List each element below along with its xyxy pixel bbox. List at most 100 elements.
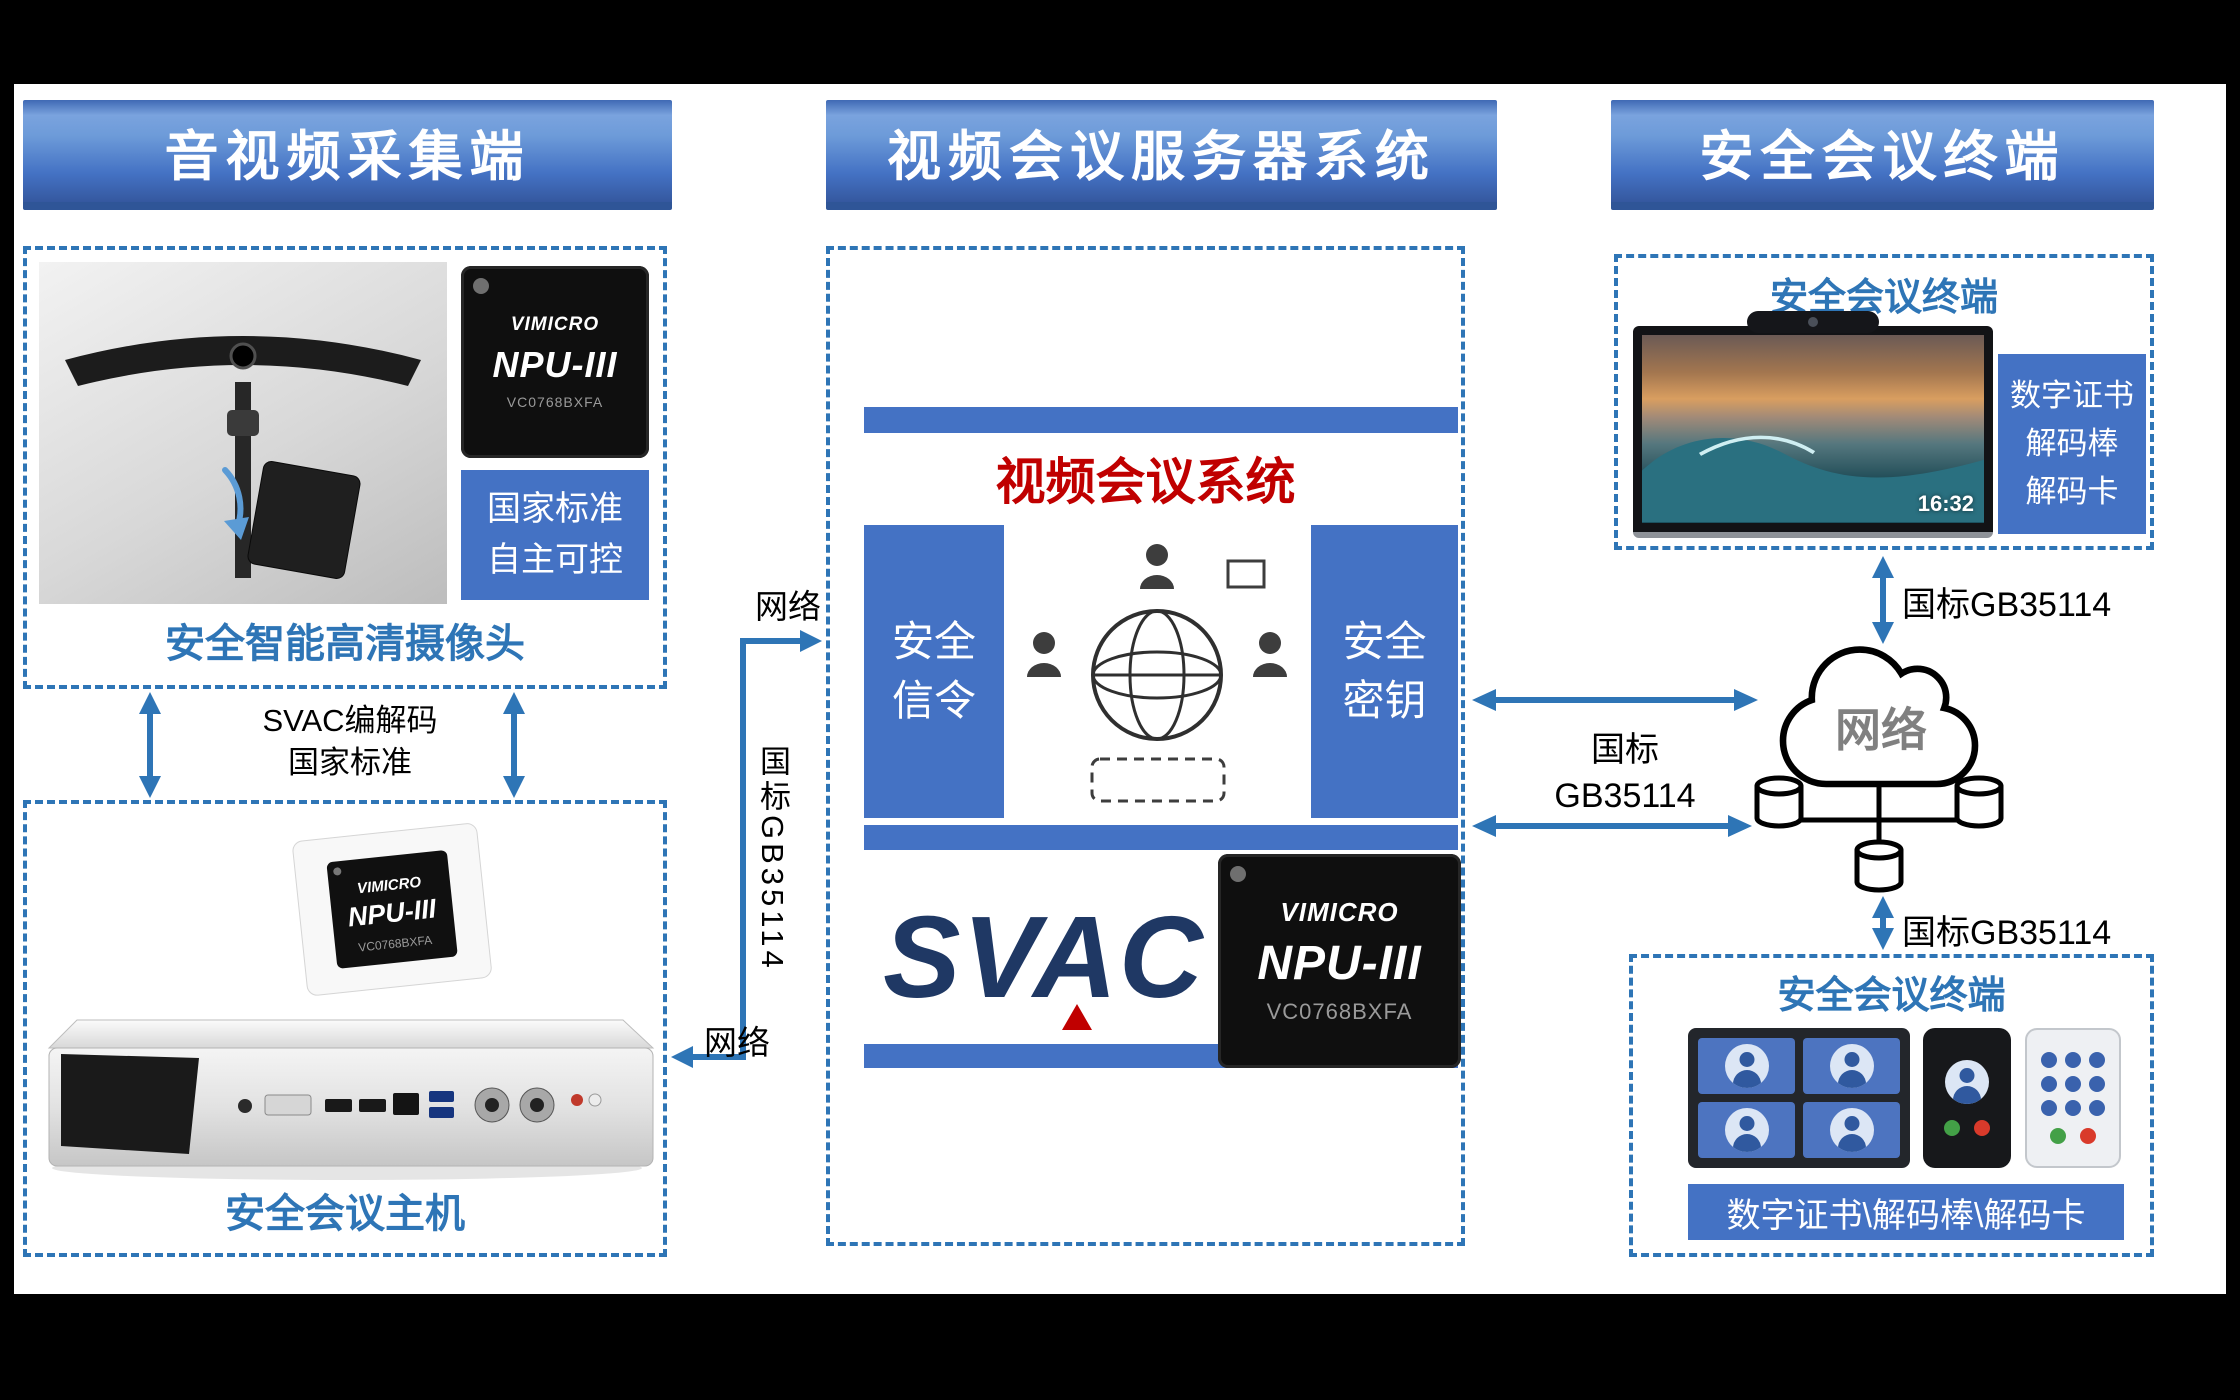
user-icons — [1027, 544, 1287, 677]
gb35114-label-top: 国标GB35114 — [1902, 586, 2112, 624]
keypad-dot — [2065, 1052, 2081, 1068]
terminal-top-section-box: 安全会议终端 16:32 数字证书 解码棒 解码卡 — [1614, 254, 2154, 550]
chip-model: NPU-III — [1257, 937, 1422, 990]
keypad-dot — [2089, 1076, 2105, 1092]
end-call-icon — [1974, 1120, 1990, 1136]
divider-bar-middle — [864, 825, 1458, 850]
card-chip-brand: VIMICRO — [356, 874, 422, 898]
system-title: 视频会议系统 — [995, 454, 1296, 510]
badge-line1: 国家标准 — [487, 490, 623, 528]
chip-pin-marker — [473, 278, 489, 294]
terminal-display: 16:32 — [1633, 311, 1993, 538]
chip-part: VC0768BXFA — [506, 394, 604, 410]
keypad-phone-terminal — [2025, 1028, 2121, 1168]
keypad — [2041, 1052, 2105, 1116]
participant-avatar — [1724, 1044, 1769, 1088]
keypad-dot — [2041, 1076, 2057, 1092]
tv-camera-icon — [1747, 311, 1879, 333]
conference-screen — [1688, 1028, 1910, 1168]
conference-tile — [1698, 1102, 1795, 1158]
decoder-line2: 解码棒 — [2025, 425, 2119, 461]
svac-link-line1: SVAC编解码 — [262, 703, 438, 738]
header-av-capture: 音视频采集端 — [23, 100, 672, 210]
network-illustration-panel — [1004, 525, 1311, 818]
header-secure-terminal-label: 安全会议终端 — [1699, 126, 2066, 187]
header-av-capture-label: 音视频采集端 — [164, 126, 531, 187]
npu-chip-camera: VIMICRO NPU-III VC0768BXFA — [461, 266, 649, 458]
svac-link-line2: 国家标准 — [288, 744, 412, 780]
call-buttons — [2050, 1128, 2096, 1144]
chip-pin-marker — [1230, 866, 1246, 882]
key-label: 安全 密钥 — [1311, 525, 1458, 818]
end-call-icon — [2080, 1128, 2096, 1144]
server-section-box: 视频会议系统 安全 信令 — [826, 246, 1465, 1246]
header-server-system: 视频会议服务器系统 — [826, 100, 1497, 210]
conference-tile — [1803, 1038, 1900, 1094]
network-label-top: 网络 — [755, 588, 821, 625]
secure-zone-dashed-box — [1090, 757, 1226, 803]
tv-clock: 16:32 — [1917, 491, 1974, 516]
decoder-line1: 数字证书 — [2010, 377, 2134, 413]
terminal-bottom-title: 安全会议终端 — [1777, 975, 2006, 1017]
conference-tile — [1698, 1038, 1795, 1094]
gb-link-line1: 国标 — [1591, 731, 1659, 769]
svac-logo-triangle-icon — [1062, 1004, 1092, 1030]
document-icon — [1226, 559, 1266, 589]
camera-illustration — [65, 336, 421, 579]
keypad-dot — [2089, 1052, 2105, 1068]
keypad-dot — [2089, 1100, 2105, 1116]
national-standard-badge: 国家标准 自主可控 — [461, 470, 649, 600]
secure-panel: 安全 信令 安全 密钥 — [864, 525, 1458, 818]
camera-lens-icon — [229, 342, 257, 370]
gb35114-link-label: 国标 GB35114 — [1545, 728, 1705, 820]
camera-photo — [39, 262, 447, 604]
camera-section-box: VIMICRO NPU-III VC0768BXFA 国家标准 自主可控 安全智… — [23, 246, 667, 689]
terminal-top-title: 安全会议终端 — [1769, 277, 1998, 319]
svac-link-label: SVAC编解码 国家标准 — [226, 700, 474, 784]
globe-network-icon — [1027, 544, 1287, 803]
header-secure-terminal: 安全会议终端 — [1611, 100, 2154, 210]
keypad-dot — [2041, 1100, 2057, 1116]
keypad-dot — [2065, 1100, 2081, 1116]
chip-part: VC0768BXFA — [1266, 999, 1413, 1024]
key-line2: 密钥 — [1342, 676, 1427, 724]
cloud-network-label: 网络 — [1835, 704, 1927, 756]
call-phone-terminal — [1923, 1028, 2011, 1168]
call-buttons — [1944, 1120, 1990, 1136]
keypad-dot — [2041, 1052, 2057, 1068]
badge-line2: 自主可控 — [487, 541, 623, 579]
chip-brand: VIMICRO — [510, 314, 600, 335]
caller-avatar — [1945, 1060, 1989, 1104]
chip-model: NPU-III — [492, 344, 618, 385]
decoder-caption-bar: 数字证书\解码棒\解码卡 — [1688, 1184, 2124, 1240]
network-label-bottom: 网络 — [704, 1024, 770, 1061]
gb-link-line2: GB35114 — [1554, 776, 1696, 815]
answer-call-icon — [1944, 1120, 1960, 1136]
conference-tile — [1803, 1102, 1900, 1158]
tv-screen: 16:32 — [1642, 335, 1984, 523]
decoder-badge: 数字证书 解码棒 解码卡 — [1998, 354, 2146, 534]
ocean-wave-graphic — [1642, 436, 1984, 523]
host-section-box: VIMICRO NPU-III VC0768BXFA 安全会议主机 — [23, 800, 667, 1257]
answer-call-icon — [2050, 1128, 2066, 1144]
gb35114-label-bottom: 国标GB35114 — [1902, 914, 2112, 952]
signaling-line1: 安全 — [891, 617, 976, 665]
io-ports — [238, 1087, 602, 1123]
camera-caption: 安全智能高清摄像头 — [165, 622, 525, 666]
terminal-bottom-section-box: 安全会议终端 数字证书\解码棒\解码卡 — [1629, 954, 2154, 1257]
host-caption: 安全会议主机 — [225, 1192, 465, 1236]
tv-frame: 16:32 — [1633, 326, 1993, 538]
svac-logo-text: SVAC — [883, 892, 1205, 1022]
decoder-line3: 解码卡 — [2025, 474, 2119, 510]
header-server-system-label: 视频会议服务器系统 — [887, 126, 1436, 187]
divider-bar-top — [864, 407, 1458, 433]
participant-avatar — [1829, 1044, 1874, 1088]
npu-chip-server: VIMICRO NPU-III VC0768BXFA — [1218, 854, 1461, 1068]
npu-chip-card: VIMICRO NPU-III VC0768BXFA — [292, 823, 492, 996]
chip-brand: VIMICRO — [1280, 897, 1399, 927]
signaling-line2: 信令 — [891, 676, 976, 724]
participant-avatar — [1724, 1108, 1769, 1152]
key-line1: 安全 — [1342, 617, 1427, 665]
participant-avatar — [1829, 1108, 1874, 1152]
signaling-label: 安全 信令 — [864, 525, 1004, 818]
